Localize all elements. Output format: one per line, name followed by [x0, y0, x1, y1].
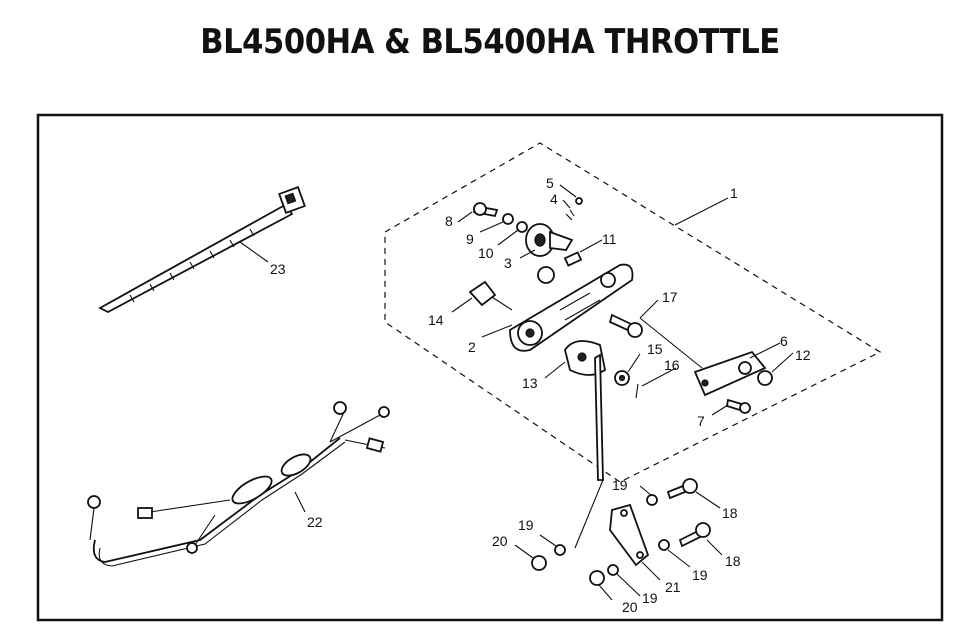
callout-17: 17	[662, 289, 678, 305]
callout-19d: 19	[642, 590, 658, 606]
callout-21: 21	[665, 579, 681, 595]
callout-1: 1	[730, 185, 738, 201]
callout-22: 22	[307, 514, 323, 530]
throttle-housing-part	[509, 263, 634, 352]
throttle-cam-part	[564, 340, 607, 549]
leader-lines	[451, 184, 794, 601]
callout-6: 6	[780, 333, 788, 349]
assembly-boundary	[384, 142, 882, 483]
callout-11: 11	[602, 231, 617, 247]
callout-19c: 19	[692, 567, 708, 583]
throttle-knob-part	[468, 280, 513, 311]
callout-10: 10	[478, 245, 494, 261]
callout-9: 9	[466, 231, 474, 247]
callout-4: 4	[550, 191, 558, 207]
callout-13: 13	[522, 375, 538, 391]
callout-23: 23	[270, 261, 286, 277]
callout-7: 7	[697, 413, 705, 429]
cable-tie-part	[98, 186, 306, 314]
callout-8: 8	[445, 213, 453, 229]
page-title: BL4500HA & BL5400HA THROTTLE	[200, 22, 780, 62]
callout-19a: 19	[612, 477, 628, 493]
lower-bracket-part	[531, 478, 711, 586]
callout-14: 14	[428, 312, 444, 328]
callout-labels: 1 2 3 4 5 6 7 8 9 10 11 12 13 14 15 16 1…	[270, 175, 811, 615]
callout-19b: 19	[518, 517, 534, 533]
callout-12: 12	[795, 347, 811, 363]
small-hardware-part	[472, 197, 643, 399]
callout-2: 2	[468, 339, 476, 355]
callout-15: 15	[647, 341, 663, 357]
callout-20a: 20	[492, 533, 508, 549]
diagram-frame	[36, 113, 944, 622]
callout-5: 5	[546, 175, 554, 191]
wire-harness-part	[87, 401, 390, 567]
callout-18a: 18	[722, 505, 738, 521]
throttle-lever-part	[525, 223, 574, 284]
mounting-plate-part	[639, 317, 773, 414]
callout-16: 16	[664, 357, 680, 373]
callout-18b: 18	[725, 553, 741, 569]
callout-20b: 20	[622, 599, 638, 615]
callout-3: 3	[504, 255, 512, 271]
